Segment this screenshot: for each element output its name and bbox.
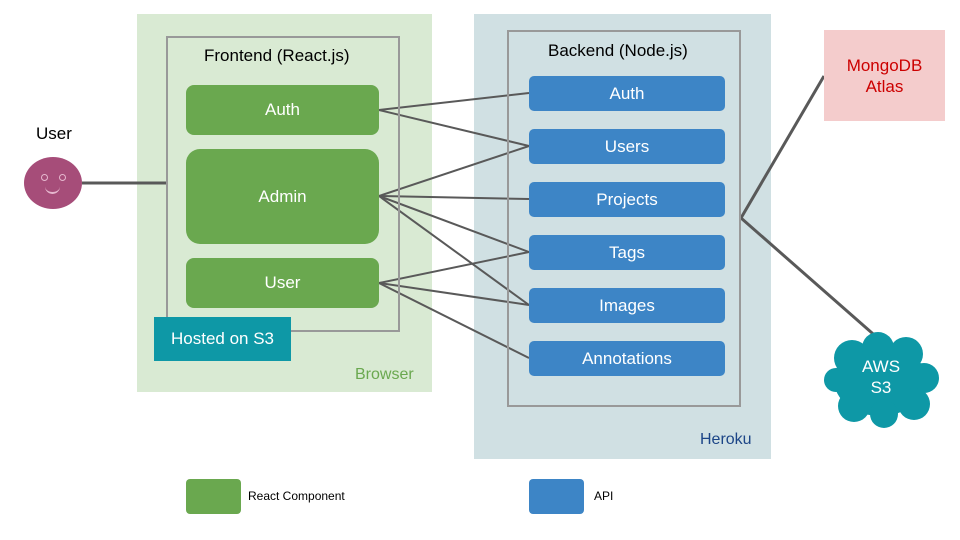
- api-users: Users: [529, 129, 725, 164]
- user-label: User: [36, 124, 72, 143]
- s3-label: S3: [870, 378, 892, 397]
- component-admin: Admin: [186, 149, 379, 244]
- hosted-on-s3-badge: Hosted on S3: [154, 317, 291, 361]
- component-user: User: [186, 258, 379, 308]
- mongodb-label: MongoDB: [846, 55, 923, 75]
- api-auth: Auth: [529, 76, 725, 111]
- atlas-label: Atlas: [865, 76, 904, 96]
- aws-label: AWS: [861, 357, 901, 376]
- legend-api-swatch: [529, 479, 584, 514]
- legend-api-label: API: [594, 489, 614, 503]
- backend-to-s3-line: [740, 216, 881, 342]
- user-to-images-line: [378, 282, 530, 306]
- admin-to-images-line: [378, 195, 530, 306]
- auth-to-auth-line: [378, 92, 530, 111]
- auth-to-users-line: [378, 109, 530, 147]
- aws-s3-label: AWS S3: [826, 356, 936, 398]
- backend-group: [507, 30, 741, 407]
- mongodb-atlas-box: MongoDB Atlas: [824, 30, 945, 121]
- admin-to-projects-line: [378, 195, 530, 200]
- admin-to-users-line: [378, 145, 530, 197]
- api-images: Images: [529, 288, 725, 323]
- backend-to-mongo-line: [739, 75, 826, 219]
- smiley-face-icon: [24, 157, 82, 209]
- api-annotations: Annotations: [529, 341, 725, 376]
- browser-label: Browser: [355, 366, 414, 383]
- backend-title: Backend (Node.js): [548, 41, 688, 60]
- legend-react-swatch: [186, 479, 241, 514]
- legend-react-label: React Component: [248, 489, 345, 503]
- user-to-annotations-line: [378, 282, 530, 359]
- component-auth: Auth: [186, 85, 379, 135]
- right-eye: [59, 174, 66, 181]
- left-eye: [41, 174, 48, 181]
- smile-mouth: [45, 184, 60, 194]
- heroku-label: Heroku: [700, 431, 752, 448]
- api-projects: Projects: [529, 182, 725, 217]
- admin-to-tags-line: [378, 195, 530, 253]
- api-tags: Tags: [529, 235, 725, 270]
- frontend-title: Frontend (React.js): [204, 46, 350, 65]
- user-to-tags-line: [378, 251, 530, 284]
- cloud-icon: [824, 332, 939, 428]
